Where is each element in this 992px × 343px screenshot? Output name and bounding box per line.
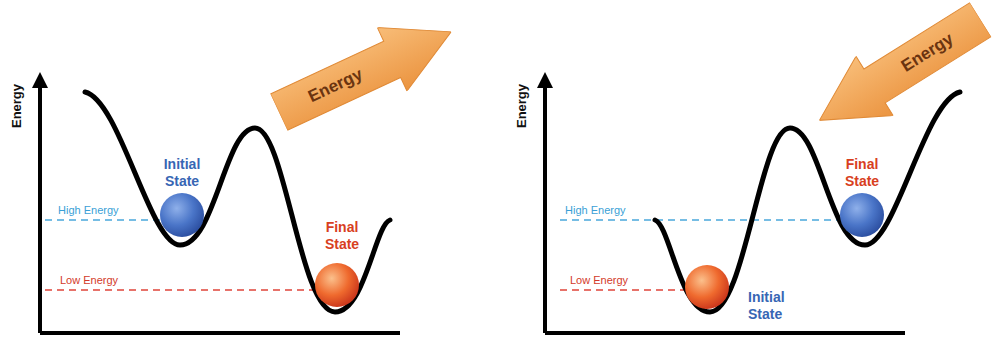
ball-circle <box>685 265 729 309</box>
arrow-shape <box>801 0 992 150</box>
state-ball: Initial State <box>683 263 731 311</box>
axis-label: Energy <box>9 84 25 128</box>
low-level-line <box>45 289 318 291</box>
level-label: Low Energy <box>570 274 628 287</box>
arrow-label: Energy <box>270 41 400 130</box>
energy-arrow: Energy <box>801 0 992 150</box>
high-level-line <box>560 219 842 221</box>
ball-shape <box>838 191 886 239</box>
arrow-body <box>264 0 466 144</box>
level-label: High Energy <box>565 204 626 217</box>
energy-arrow: Energy <box>264 0 466 144</box>
ball-circle <box>160 193 204 237</box>
state-label: Initial State <box>748 289 808 323</box>
ball-shape <box>313 261 361 309</box>
potential-curve <box>85 92 390 312</box>
axis-label: Energy <box>514 84 530 128</box>
state-label: Final State <box>312 219 372 253</box>
state-label: Initial State <box>152 156 212 190</box>
ball-circle <box>840 193 884 237</box>
energy-axis <box>32 72 400 333</box>
ball-shape <box>158 191 206 239</box>
high-level-line <box>45 219 162 221</box>
ball-circle <box>315 263 359 307</box>
ball-shape <box>683 263 731 311</box>
potential-curve <box>655 92 960 312</box>
state-ball: Final State <box>313 261 361 309</box>
arrow-label: Energy <box>864 3 991 103</box>
state-ball: Initial State <box>158 191 206 239</box>
state-ball: Final State <box>838 191 886 239</box>
level-label: High Energy <box>58 204 119 217</box>
state-label: Final State <box>832 156 892 190</box>
arrow-body <box>801 0 992 150</box>
low-level-line <box>560 289 688 291</box>
level-label: Low Energy <box>60 274 118 287</box>
